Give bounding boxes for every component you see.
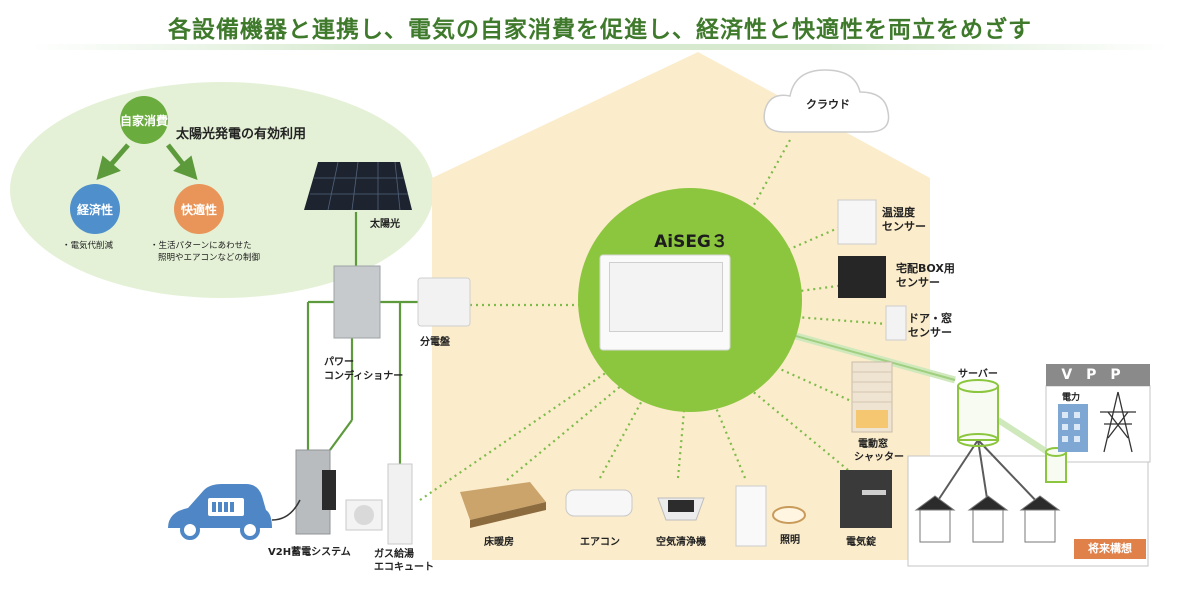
note-comfort-1: ・生活パターンにあわせた — [150, 241, 252, 251]
delivery-box-sensor — [838, 256, 886, 298]
electric-lock-img — [840, 470, 892, 528]
label-distribution-board: 分電盤 — [420, 337, 450, 348]
building-sign: 電力 — [1062, 393, 1081, 403]
label-solar: 太陽光 — [370, 219, 400, 230]
page-title: 各設備機器と連携し、電気の自家消費を促進し、経済性と快適性を両立をめざす — [168, 17, 1032, 43]
label-v2h: V2H蓄電システム — [268, 547, 351, 558]
aiseg-screen — [609, 262, 723, 332]
solar-panel-icon — [304, 161, 412, 211]
title-underline — [30, 44, 1170, 50]
label-power-conditioner-1: パワー — [324, 357, 354, 368]
label-shutter-1: 電動窓 — [858, 439, 888, 450]
switch-img — [735, 485, 767, 547]
label-delivery-box-2: センサー — [896, 276, 940, 289]
node-economy: 経済性 — [70, 184, 120, 234]
power-conditioner — [333, 265, 381, 339]
vpp-node-icon — [1045, 447, 1067, 483]
label-electric-lock: 電気錠 — [846, 537, 876, 548]
ceiling-light-img — [772, 506, 806, 524]
temp-humidity-sensor — [837, 199, 877, 245]
label-cloud: クラウド — [806, 98, 850, 111]
ecocute-tank — [387, 463, 413, 545]
node-self-consumption: 自家消費 — [120, 96, 168, 144]
building-icon — [1058, 404, 1088, 452]
vpp-houses — [914, 495, 1061, 543]
door-window-sensor — [885, 305, 907, 341]
future-badge: 将来構想 — [1074, 539, 1146, 559]
aiseg-title: AiSEG３ — [654, 232, 728, 252]
label-power-conditioner-2: コンディショナー — [324, 371, 404, 382]
label-delivery-box-1: 宅配BOX用 — [896, 262, 955, 275]
floor-heating-img — [460, 482, 546, 528]
label-floor-heating: 床暖房 — [484, 537, 514, 548]
server-links — [934, 439, 1041, 506]
label-server: サーバー — [958, 369, 998, 380]
self-consumption-area — [10, 82, 434, 298]
cloud-icon — [763, 69, 890, 133]
label-door-window-2: センサー — [908, 326, 952, 339]
server-icon — [957, 379, 999, 447]
vpp-header: VPP — [1046, 364, 1150, 386]
car-icon — [168, 484, 301, 540]
relation-arrows — [96, 143, 198, 181]
pylon-icon — [1100, 391, 1136, 453]
label-aircon: エアコン — [580, 537, 620, 548]
label-lighting: 照明 — [780, 535, 800, 546]
node-comfort: 快適性 — [174, 184, 224, 234]
aircon-img — [565, 489, 633, 517]
label-shutter-2: シャッター — [854, 452, 904, 463]
label-air-purifier: 空気清浄機 — [656, 537, 706, 548]
note-economy: ・電気代削減 — [62, 241, 114, 251]
distribution-board — [417, 277, 471, 327]
label-temp-humidity-2: センサー — [882, 220, 926, 233]
note-comfort-2: 照明やエアコンなどの制御 — [158, 253, 261, 263]
air-purifier-img — [657, 497, 705, 521]
label-ecocute-1: ガス給湯 — [374, 549, 414, 560]
solar-heading: 太陽光発電の有効利用 — [176, 127, 307, 142]
label-door-window-1: ドア・窓 — [908, 312, 952, 325]
label-ecocute-2: エコキュート — [374, 562, 434, 573]
label-temp-humidity-1: 温湿度 — [882, 206, 915, 219]
